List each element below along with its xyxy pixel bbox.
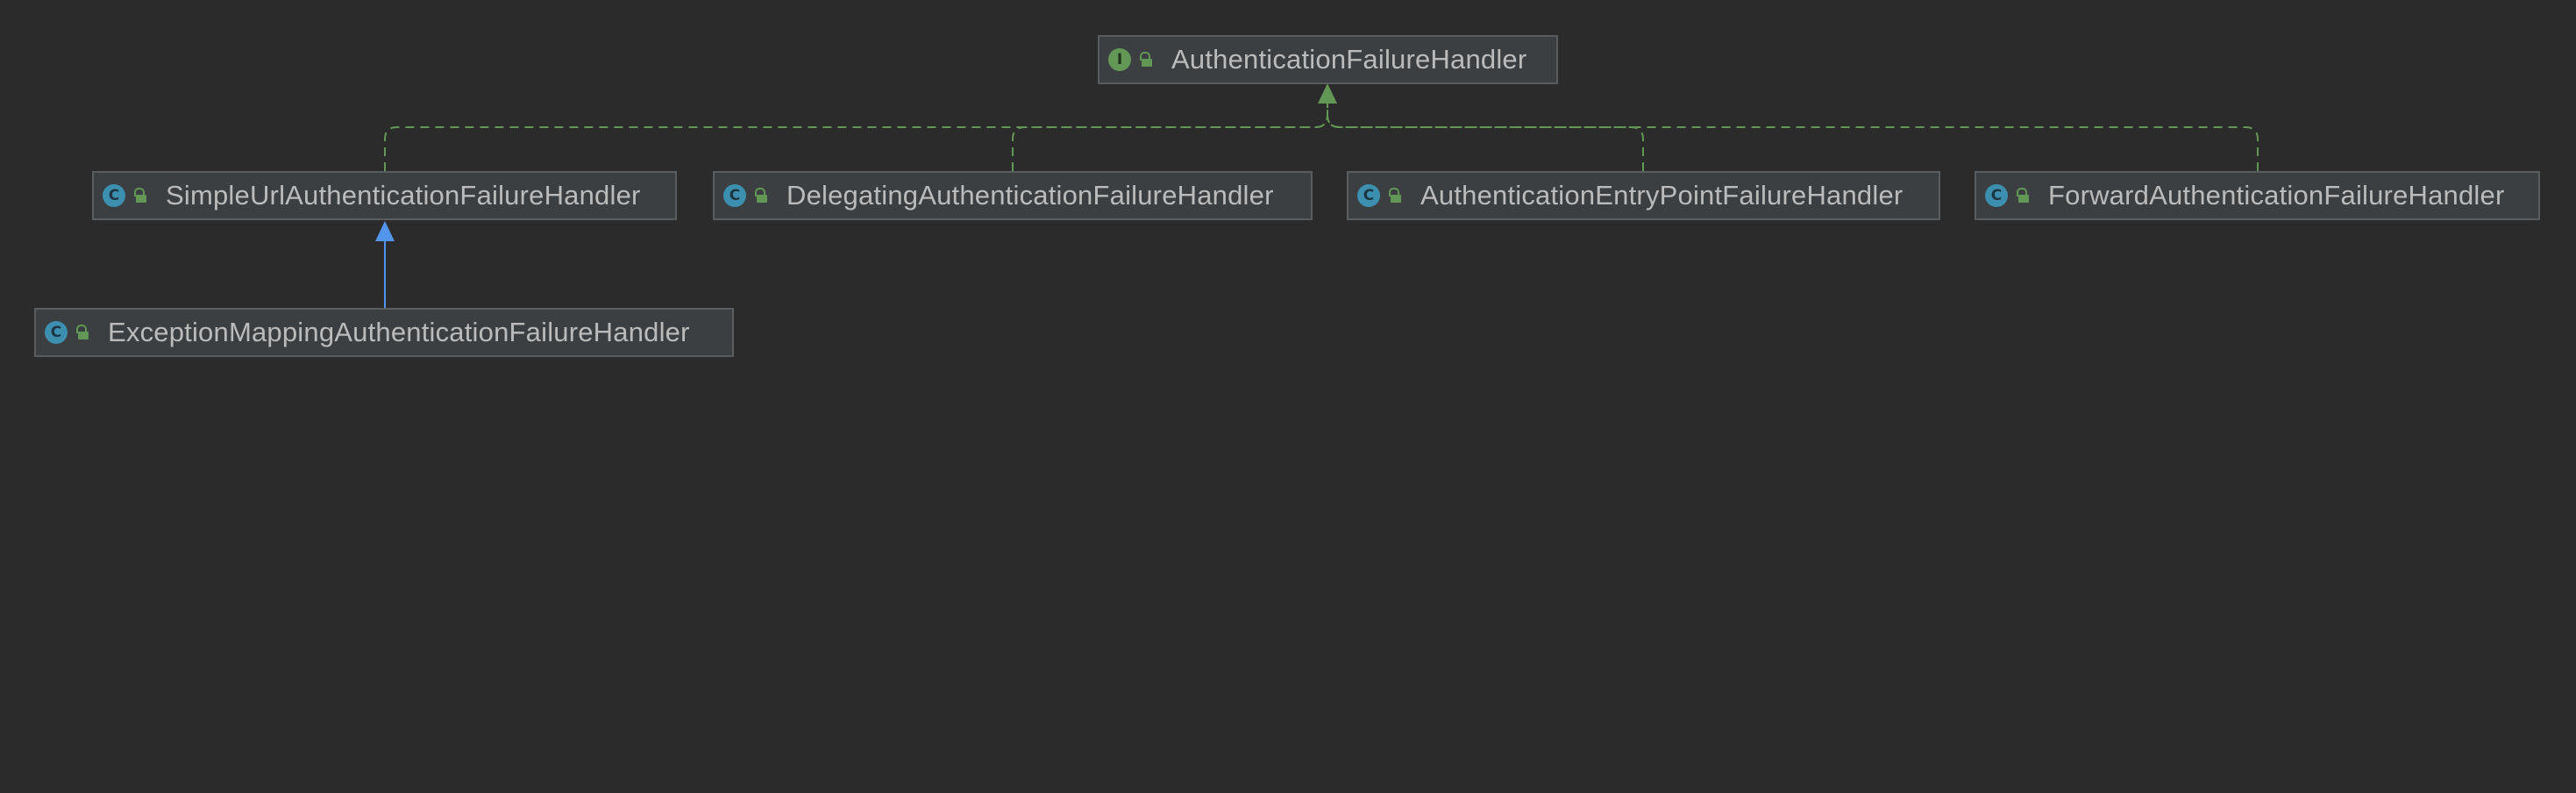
public-lock-icon (132, 187, 148, 204)
class-icon: C (1357, 184, 1380, 207)
node-label: AuthenticationEntryPointFailureHandler (1420, 180, 1904, 211)
node-authentication-entry-point-failure-handler[interactable]: C AuthenticationEntryPointFailureHandler (1347, 171, 1940, 220)
public-lock-icon (2015, 187, 2031, 204)
class-icon: C (723, 184, 746, 207)
public-lock-icon (753, 187, 769, 204)
node-exception-mapping-authentication-failure-handler[interactable]: C ExceptionMappingAuthenticationFailureH… (34, 308, 734, 357)
node-label: AuthenticationFailureHandler (1171, 44, 1527, 75)
public-lock-icon (1138, 51, 1154, 68)
public-lock-icon (1387, 187, 1403, 204)
implements-edge-entrypoint (1327, 96, 1644, 171)
class-icon: C (1985, 184, 2008, 207)
class-icon: C (45, 321, 68, 344)
node-label: ForwardAuthenticationFailureHandler (2048, 180, 2505, 211)
class-icon: C (103, 184, 125, 207)
node-label: SimpleUrlAuthenticationFailureHandler (166, 180, 641, 211)
implements-edge-simpleurl (384, 96, 1328, 171)
extends-arrowhead (375, 221, 395, 241)
node-authentication-failure-handler[interactable]: I AuthenticationFailureHandler (1098, 35, 1558, 84)
interface-icon: I (1108, 48, 1131, 71)
node-forward-authentication-failure-handler[interactable]: C ForwardAuthenticationFailureHandler (1975, 171, 2540, 220)
implements-arrowhead (1318, 83, 1337, 104)
node-simple-url-authentication-failure-handler[interactable]: C SimpleUrlAuthenticationFailureHandler (92, 171, 677, 220)
node-delegating-authentication-failure-handler[interactable]: C DelegatingAuthenticationFailureHandler (713, 171, 1313, 220)
node-label: DelegatingAuthenticationFailureHandler (786, 180, 1274, 211)
implements-edge-forward (1327, 96, 2259, 171)
node-label: ExceptionMappingAuthenticationFailureHan… (108, 317, 690, 347)
public-lock-icon (75, 324, 90, 341)
implements-edge-delegating (1012, 96, 1328, 171)
